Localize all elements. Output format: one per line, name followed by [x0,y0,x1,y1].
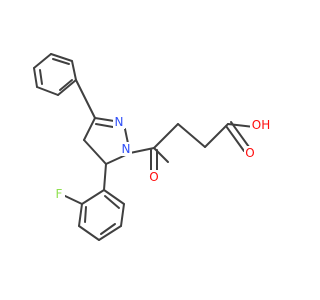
bond [78,203,83,227]
double-bond [95,123,114,128]
phenyl-ring [33,53,77,96]
bond [81,189,105,205]
aromatic-bond [100,223,116,235]
aromatic-bond [84,206,87,223]
double-bond [230,121,250,148]
aromatic-bond [39,69,43,85]
ketone-oxygen-label: O [149,170,158,184]
bond [103,163,107,191]
bond [62,194,83,205]
fluorine-atom-label: F [56,187,63,201]
bond [33,53,52,69]
bond [78,225,100,241]
fluorophenyl-ring [62,189,125,241]
acyl-chain [129,121,255,175]
bond [153,123,179,149]
hydroxyl-label: OH [252,118,270,132]
bond [75,79,96,119]
bond [50,53,73,62]
nitrogen-atom-label: N [122,142,131,156]
atom-labels: N N O O OH F [53,115,272,201]
aromatic-bond [59,79,73,91]
molecule-structure-diagram: N N O O OH F [33,53,272,241]
double-bond [94,117,115,122]
double-bond [225,125,245,152]
bond [83,139,107,165]
bond [129,147,155,154]
bond [71,60,77,81]
bond [177,123,206,148]
bond [98,225,122,241]
acid-oxygen-label: O [245,146,254,160]
bond [57,79,77,96]
bond [36,86,59,96]
bond [33,67,38,88]
aromatic-bond [52,58,70,65]
bond [83,117,96,141]
nitrogen-atom-label: N [115,115,124,129]
bond [204,123,229,148]
bond [103,189,125,205]
bond [120,203,125,227]
aromatic-bond [104,195,120,209]
